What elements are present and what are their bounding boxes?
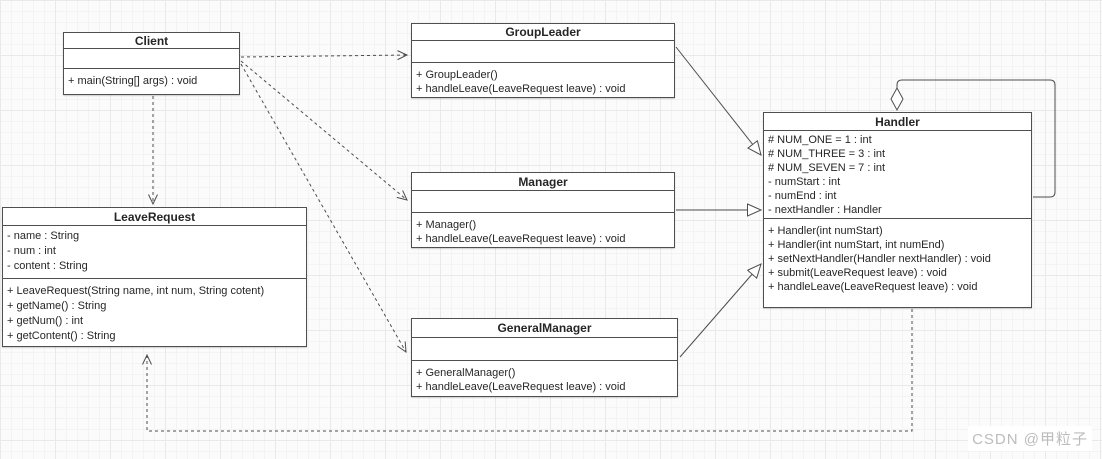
class-handler-methods: + Handler(int numStart) + Handler(int num… (764, 219, 1031, 307)
member-line: + getName() : String (7, 300, 107, 312)
member-line: # NUM_ONE = 1 : int (768, 134, 872, 146)
member-line: + Handler(int numStart) (768, 225, 883, 237)
class-client-name: Client (64, 33, 239, 49)
class-handler-attributes: # NUM_ONE = 1 : int # NUM_THREE = 3 : int… (764, 131, 1031, 219)
member-line: + GroupLeader() (416, 69, 498, 81)
class-generalmanager: GeneralManager + GeneralManager() + handl… (411, 318, 678, 397)
member-line: - num : int (7, 245, 56, 257)
member-line: + setNextHandler(Handler nextHandler) : … (768, 253, 991, 265)
dependency-client-to-manager (240, 60, 408, 201)
class-generalmanager-name: GeneralManager (412, 319, 677, 338)
class-client: Client + main(String[] args) : void (63, 32, 240, 95)
class-client-methods: + main(String[] args) : void (64, 69, 239, 94)
member-line: + LeaveRequest(String name, int num, Str… (7, 285, 265, 297)
csdn-watermark: CSDN @甲粒子 (968, 426, 1092, 451)
class-groupleader: GroupLeader + GroupLeader() + handleLeave… (411, 23, 675, 98)
class-leaverequest-name: LeaveRequest (3, 208, 306, 226)
member-line: + handleLeave(LeaveRequest leave) : void (416, 381, 626, 393)
class-handler: Handler # NUM_ONE = 1 : int # NUM_THREE =… (763, 112, 1032, 308)
member-line: + handleLeave(LeaveRequest leave) : void (768, 281, 978, 293)
member-line: - numEnd : int (768, 190, 837, 202)
class-client-attributes (64, 49, 239, 69)
member-line: + main(String[] args) : void (68, 75, 198, 87)
member-line: + GeneralManager() (416, 367, 516, 379)
class-manager: Manager + Manager() + handleLeave(LeaveRe… (411, 172, 675, 248)
member-line: + Handler(int numStart, int numEnd) (768, 239, 945, 251)
member-line: + getContent() : String (7, 330, 116, 342)
member-line: + Manager() (416, 219, 477, 231)
member-line: - name : String (7, 230, 80, 242)
member-line: - numStart : int (768, 176, 841, 188)
aggregation-diamond-icon (890, 86, 904, 112)
dependency-client-to-groupleader (240, 50, 409, 61)
class-leaverequest-attributes: - name : String - num : int - content : St… (3, 226, 306, 279)
class-groupleader-attributes (412, 41, 674, 63)
member-line: + getNum() : int (7, 315, 84, 327)
class-generalmanager-methods: + GeneralManager() + handleLeave(LeaveReq… (412, 361, 677, 396)
member-line: # NUM_THREE = 3 : int (768, 148, 886, 160)
class-manager-name: Manager (412, 173, 674, 191)
generalization-generalmanager-to-handler (679, 264, 761, 358)
class-groupleader-methods: + GroupLeader() + handleLeave(LeaveReques… (412, 63, 674, 97)
member-line: # NUM_SEVEN = 7 : int (768, 162, 886, 174)
class-groupleader-name: GroupLeader (412, 24, 674, 41)
class-leaverequest: LeaveRequest - name : String- num : int-… (2, 207, 307, 347)
class-generalmanager-attributes (412, 338, 677, 361)
class-manager-methods: + Manager() + handleLeave(LeaveRequest le… (412, 213, 674, 247)
class-leaverequest-methods: + LeaveRequest(String name, int num, Str… (3, 279, 306, 346)
member-line: - content : String (7, 260, 88, 272)
member-line: - nextHandler : Handler (768, 204, 882, 216)
member-line: + handleLeave(LeaveRequest leave) : void (416, 233, 626, 245)
class-manager-attributes (412, 191, 674, 213)
generalization-groupleader-to-handler (675, 46, 761, 155)
class-handler-name: Handler (764, 113, 1031, 131)
member-line: + handleLeave(LeaveRequest leave) : void (416, 83, 626, 95)
member-line: + submit(LeaveRequest leave) : void (768, 267, 947, 279)
